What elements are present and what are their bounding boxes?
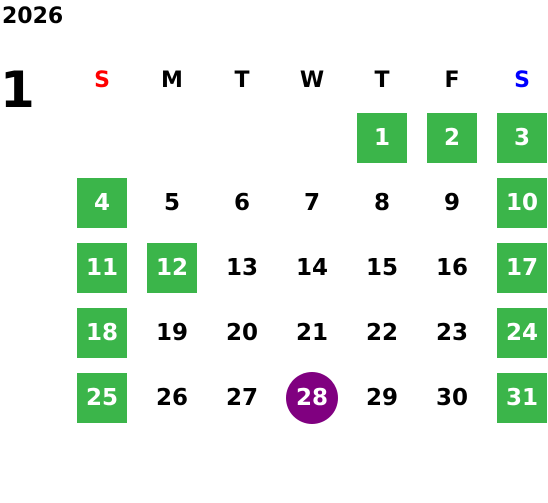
calendar-cell: 30 bbox=[417, 365, 487, 430]
day-cell[interactable]: 20 bbox=[225, 319, 258, 346]
day-cell[interactable]: 26 bbox=[155, 384, 188, 411]
day-cell[interactable]: 10 bbox=[497, 177, 547, 228]
day-cell[interactable]: 13 bbox=[225, 254, 258, 281]
weekday-tue: T bbox=[234, 67, 250, 93]
calendar-cell: 12 bbox=[137, 235, 207, 300]
calendar-cell: 6 bbox=[207, 170, 277, 235]
day-cell[interactable]: 22 bbox=[365, 319, 398, 346]
day-cell[interactable]: 7 bbox=[303, 189, 320, 216]
calendar-cell: 15 bbox=[347, 235, 417, 300]
day-cell[interactable]: 16 bbox=[435, 254, 468, 281]
day-cell[interactable]: 6 bbox=[233, 189, 250, 216]
day-cell[interactable]: 2 bbox=[427, 112, 477, 163]
calendar-cell: 22 bbox=[347, 300, 417, 365]
day-cell[interactable]: 5 bbox=[163, 189, 180, 216]
calendar-cell: 27 bbox=[207, 365, 277, 430]
calendar-grid: S M T W T F S 1 2 3 4 5 6 7 8 9 10 11 12… bbox=[67, 55, 548, 430]
day-cell[interactable]: 29 bbox=[365, 384, 398, 411]
calendar-cell: 3 bbox=[487, 105, 548, 170]
calendar-cell bbox=[67, 105, 137, 170]
calendar-cell: 19 bbox=[137, 300, 207, 365]
calendar-cell: 11 bbox=[67, 235, 137, 300]
day-cell[interactable]: 14 bbox=[295, 254, 328, 281]
day-cell[interactable]: 21 bbox=[295, 319, 328, 346]
weekday-sat: S bbox=[514, 67, 530, 93]
weekday-mon: M bbox=[161, 67, 183, 93]
calendar-cell: 2 bbox=[417, 105, 487, 170]
calendar-cell: 31 bbox=[487, 365, 548, 430]
day-cell[interactable]: 9 bbox=[443, 189, 460, 216]
day-cell[interactable]: 30 bbox=[435, 384, 468, 411]
calendar-cell bbox=[207, 105, 277, 170]
day-cell[interactable]: 4 bbox=[77, 177, 127, 228]
weekday-thu: T bbox=[374, 67, 390, 93]
calendar-cell: 18 bbox=[67, 300, 137, 365]
year-label: 2026 bbox=[2, 4, 64, 29]
calendar-cell: 23 bbox=[417, 300, 487, 365]
calendar-cell: 24 bbox=[487, 300, 548, 365]
day-cell[interactable]: 25 bbox=[77, 372, 127, 423]
weekday-wed: W bbox=[299, 67, 325, 93]
day-cell[interactable]: 11 bbox=[77, 242, 127, 293]
day-cell[interactable]: 1 bbox=[357, 112, 407, 163]
calendar-cell: 5 bbox=[137, 170, 207, 235]
month-label: 1 bbox=[0, 61, 35, 119]
calendar-cell: 9 bbox=[417, 170, 487, 235]
calendar-cell: 28 bbox=[277, 365, 347, 430]
calendar-cell: 13 bbox=[207, 235, 277, 300]
day-cell[interactable]: 18 bbox=[77, 307, 127, 358]
day-cell[interactable]: 15 bbox=[365, 254, 398, 281]
day-cell[interactable]: 23 bbox=[435, 319, 468, 346]
day-cell[interactable]: 19 bbox=[155, 319, 188, 346]
day-cell[interactable]: 24 bbox=[497, 307, 547, 358]
calendar-cell bbox=[277, 105, 347, 170]
day-cell[interactable]: 8 bbox=[373, 189, 390, 216]
weekday-fri: F bbox=[444, 67, 460, 93]
day-cell[interactable]: 3 bbox=[497, 112, 547, 163]
calendar-cell bbox=[137, 105, 207, 170]
day-cell[interactable]: 31 bbox=[497, 372, 547, 423]
calendar-cell: 4 bbox=[67, 170, 137, 235]
day-cell[interactable]: 27 bbox=[225, 384, 258, 411]
calendar-cell: 10 bbox=[487, 170, 548, 235]
calendar-cell: 25 bbox=[67, 365, 137, 430]
today-day-cell[interactable]: 28 bbox=[286, 371, 338, 424]
calendar-cell: 16 bbox=[417, 235, 487, 300]
calendar-cell: 20 bbox=[207, 300, 277, 365]
calendar-cell: 17 bbox=[487, 235, 548, 300]
day-cell[interactable]: 17 bbox=[497, 242, 547, 293]
weekday-sun: S bbox=[94, 67, 110, 93]
calendar-cell: 7 bbox=[277, 170, 347, 235]
calendar-cell: 1 bbox=[347, 105, 417, 170]
calendar-cell: 29 bbox=[347, 365, 417, 430]
calendar-cell: 14 bbox=[277, 235, 347, 300]
day-cell[interactable]: 12 bbox=[147, 242, 197, 293]
calendar-cell: 8 bbox=[347, 170, 417, 235]
calendar-cell: 21 bbox=[277, 300, 347, 365]
calendar-cell: 26 bbox=[137, 365, 207, 430]
